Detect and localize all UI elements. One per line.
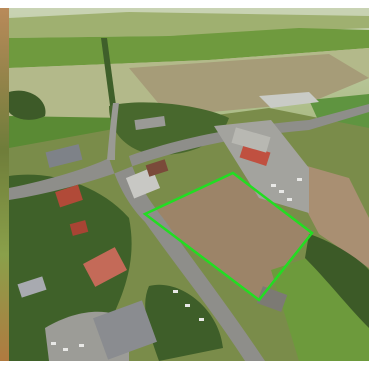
parked-cars	[51, 178, 302, 351]
aerial-scene	[9, 8, 369, 361]
roof-grey-5	[17, 276, 47, 298]
tree-cluster-bottom	[145, 284, 223, 361]
field-strip-2	[9, 28, 369, 68]
left-edge-strip	[0, 8, 9, 361]
grey-plot-far	[259, 92, 319, 108]
plot-boundary-outline	[142, 171, 314, 302]
roof-red-4	[69, 220, 89, 236]
side-road-up	[107, 103, 119, 160]
roof-red-3	[239, 144, 271, 166]
roof-grey-1	[45, 144, 83, 168]
roof-grey-4	[93, 300, 157, 360]
roof-grey-3	[231, 127, 271, 153]
main-road	[9, 104, 369, 361]
tree-cluster-left	[9, 90, 46, 120]
aerial-photo	[9, 8, 369, 361]
roof-warehouse	[134, 115, 166, 131]
roof-brown	[145, 159, 169, 177]
bare-soil-plot	[145, 173, 312, 300]
tree-row-right	[305, 234, 369, 328]
roof-red-1	[55, 184, 83, 208]
roof-red-2	[83, 247, 127, 287]
